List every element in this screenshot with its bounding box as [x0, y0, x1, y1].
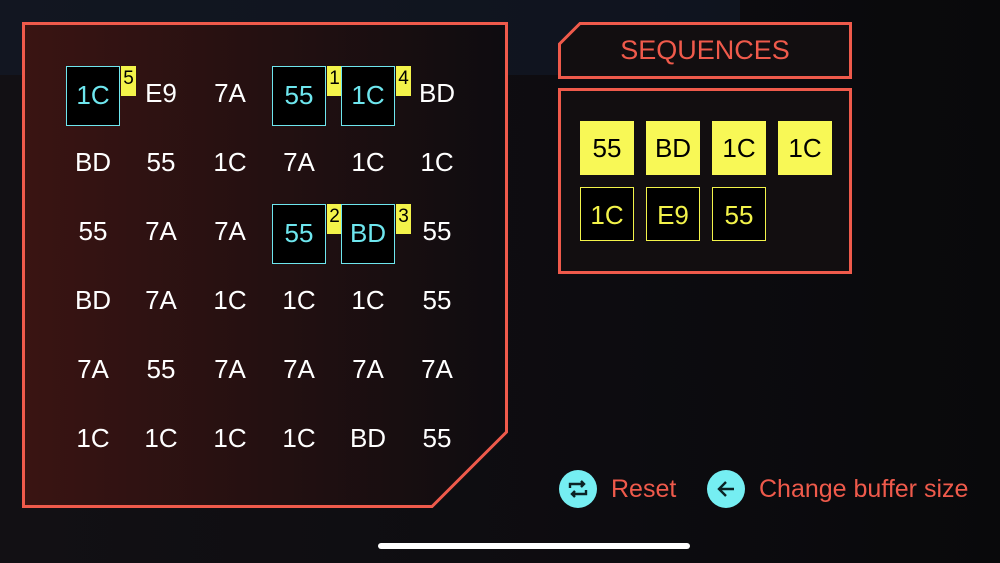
- matrix-cell[interactable]: BD: [407, 73, 467, 113]
- cell-value: 7A: [77, 354, 109, 384]
- repeat-icon: [559, 470, 597, 508]
- matrix-cell[interactable]: BD: [63, 142, 123, 182]
- matrix-cell[interactable]: 1C: [200, 142, 260, 182]
- matrix-cell[interactable]: 1C: [269, 280, 329, 320]
- cell-value: 1C: [76, 423, 110, 453]
- matrix-cell[interactable]: 55: [407, 280, 467, 320]
- matrix-cell[interactable]: 7A: [200, 211, 260, 251]
- cell-value: 7A: [214, 78, 246, 108]
- matrix-cell[interactable]: 7A: [200, 73, 260, 113]
- matrix-cell[interactable]: 1C: [407, 142, 467, 182]
- cell-value: 1C: [213, 423, 247, 453]
- matrix-cell[interactable]: 7A: [338, 349, 398, 389]
- matrix-cell[interactable]: 7A: [269, 349, 329, 389]
- cell-value: 1C: [351, 80, 385, 110]
- cell-value: 55: [146, 354, 176, 384]
- matrix-cell[interactable]: 1C: [338, 280, 398, 320]
- sequence-item-completed: BD: [646, 121, 700, 175]
- sequence-item-completed: 55: [580, 121, 634, 175]
- matrix-cell-selected[interactable]: 1C 4: [341, 66, 411, 126]
- matrix-cell[interactable]: 1C: [200, 418, 260, 458]
- reset-button[interactable]: Reset: [559, 470, 676, 508]
- cell-value: 1C: [144, 423, 178, 453]
- matrix-cell[interactable]: 55: [407, 418, 467, 458]
- matrix-cell[interactable]: 1C: [269, 418, 329, 458]
- sequence-item-pending: E9: [646, 187, 700, 241]
- cell-value: 1C: [213, 147, 247, 177]
- matrix-cell-selected[interactable]: 55 2: [272, 204, 342, 264]
- cell-value: 1C: [213, 285, 247, 315]
- cell-value: 7A: [421, 354, 453, 384]
- matrix-cell[interactable]: E9: [131, 73, 191, 113]
- cell-value: 1C: [351, 147, 385, 177]
- cell-value: 55: [146, 147, 176, 177]
- cell-value: 7A: [214, 354, 246, 384]
- cell-value: 1C: [76, 80, 110, 110]
- matrix-cell[interactable]: 7A: [200, 349, 260, 389]
- cell-value: E9: [145, 78, 177, 108]
- reset-label: Reset: [611, 474, 677, 503]
- cell-value: 55: [78, 216, 108, 246]
- cell-value: 7A: [283, 147, 315, 177]
- matrix-cell[interactable]: BD: [338, 418, 398, 458]
- change-buffer-size-label: Change buffer size: [759, 474, 969, 503]
- cell-value: 1C: [282, 285, 316, 315]
- matrix-cell[interactable]: 7A: [63, 349, 123, 389]
- cell-value: 55: [422, 423, 452, 453]
- cell-value: 55: [422, 285, 452, 315]
- matrix-cell-selected[interactable]: 1C 5: [66, 66, 136, 126]
- cell-value: 1C: [351, 285, 385, 315]
- matrix-cell[interactable]: 1C: [131, 418, 191, 458]
- cell-value: BD: [74, 147, 112, 177]
- sequence-item-pending: 55: [712, 187, 766, 241]
- cell-value: 55: [284, 80, 314, 110]
- sequence-item-completed: 1C: [712, 121, 766, 175]
- cell-value: BD: [74, 285, 112, 315]
- matrix-cell-selected[interactable]: 55 1: [272, 66, 342, 126]
- selection-order-badge: 1: [327, 66, 342, 96]
- cell-value: 1C: [282, 423, 316, 453]
- cell-value: BD: [418, 78, 456, 108]
- matrix-cell[interactable]: 1C: [200, 280, 260, 320]
- sequences-title: SEQUENCES: [620, 35, 790, 65]
- selection-order-badge: 4: [396, 66, 411, 96]
- matrix-cell[interactable]: 7A: [269, 142, 329, 182]
- cell-value: 55: [422, 216, 452, 246]
- matrix-cell-selected[interactable]: BD 3: [341, 204, 411, 264]
- matrix-cell[interactable]: 55: [63, 211, 123, 251]
- sequence-item-pending: 1C: [580, 187, 634, 241]
- change-buffer-size-button[interactable]: Change buffer size: [707, 470, 968, 508]
- selection-order-badge: 5: [121, 66, 136, 96]
- sequence-item-completed: 1C: [778, 121, 832, 175]
- matrix-cell[interactable]: 1C: [63, 418, 123, 458]
- matrix-cell[interactable]: 55: [131, 349, 191, 389]
- arrow-left-icon: [707, 470, 745, 508]
- matrix-cell[interactable]: 55: [131, 142, 191, 182]
- sequences-header: SEQUENCES: [558, 22, 852, 79]
- cell-value: BD: [349, 423, 387, 453]
- cell-value: 7A: [214, 216, 246, 246]
- panel-frame: [22, 22, 508, 508]
- selection-order-badge: 2: [327, 204, 342, 234]
- matrix-cell[interactable]: 55: [407, 211, 467, 251]
- selection-order-badge: 3: [396, 204, 411, 234]
- cell-value: 7A: [145, 285, 177, 315]
- matrix-cell[interactable]: 7A: [131, 211, 191, 251]
- home-indicator[interactable]: [378, 543, 690, 549]
- cell-value: BD: [349, 218, 387, 248]
- matrix-cell[interactable]: BD: [63, 280, 123, 320]
- cell-value: 1C: [420, 147, 454, 177]
- cell-value: 7A: [145, 216, 177, 246]
- cell-value: 55: [284, 218, 314, 248]
- matrix-cell[interactable]: 1C: [338, 142, 398, 182]
- cell-value: 7A: [352, 354, 384, 384]
- matrix-cell[interactable]: 7A: [407, 349, 467, 389]
- matrix-cell[interactable]: 7A: [131, 280, 191, 320]
- cell-value: 7A: [283, 354, 315, 384]
